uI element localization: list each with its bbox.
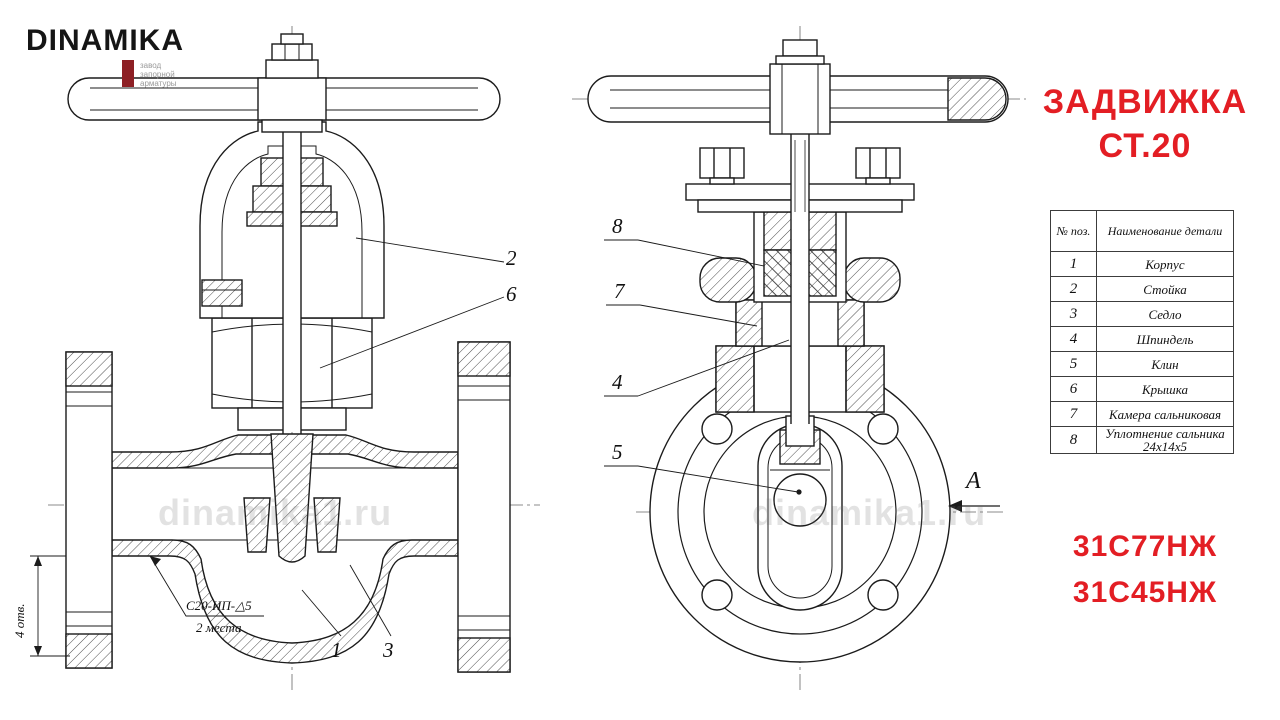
part-pos-cell: 3 <box>1050 301 1097 327</box>
callout-1: 1 <box>331 638 342 662</box>
brand-name: DINAMIKA <box>26 24 184 57</box>
model-code-1: 31С77НЖ <box>1072 530 1218 563</box>
part-pos-cell: 7 <box>1050 401 1097 427</box>
right-view-callout-leaders <box>604 239 802 495</box>
handwheel-side-view <box>67 33 501 133</box>
drawing-title: ЗАДВИЖКА СТ.20 <box>1040 80 1250 168</box>
right-view-front-section <box>572 26 1026 692</box>
logo-tagline: завод запорной арматуры <box>140 61 177 88</box>
col-header-name: Наименование детали <box>1096 210 1234 252</box>
weld-places-note: 2 места <box>196 620 242 635</box>
callout-3: 3 <box>383 638 394 662</box>
outlet-flange <box>457 341 511 673</box>
callout-4: 4 <box>612 370 623 394</box>
part-name-cell: Стойка <box>1096 276 1234 302</box>
title-line1: ЗАДВИЖКА <box>1042 83 1248 121</box>
callout-6: 6 <box>506 282 517 306</box>
callout-5: 5 <box>612 440 623 464</box>
inlet-flange <box>65 351 113 669</box>
title-line2: СТ.20 <box>1098 127 1192 165</box>
part-pos-cell: 8 <box>1050 426 1097 454</box>
part-name-cell: Седло <box>1096 301 1234 327</box>
callout-2: 2 <box>506 246 517 270</box>
callout-7: 7 <box>614 279 625 303</box>
watermark-left: dinamika1.ru <box>158 492 393 533</box>
logo: DINAMIKA завод запорной арматуры <box>26 24 184 88</box>
left-view-callout-leaders <box>301 237 505 637</box>
model-code-2: 31С45НЖ <box>1072 576 1218 609</box>
part-pos-cell: 4 <box>1050 326 1097 352</box>
gland-bolts <box>699 147 901 185</box>
holes-note: 4 отв. <box>12 603 27 638</box>
watermark-right: dinamika1.ru <box>752 492 987 533</box>
col-header-pos: № поз. <box>1050 210 1097 252</box>
seat-ring-left <box>243 497 271 553</box>
table-header-row: № поз. Наименование детали <box>1050 210 1234 252</box>
stem-front-view <box>790 134 810 424</box>
model-codes: 31С77НЖ 31С45НЖ <box>1040 524 1250 616</box>
part-name-cell: Шпиндель <box>1096 326 1234 352</box>
part-pos-cell: 2 <box>1050 276 1097 302</box>
part-pos-cell: 5 <box>1050 351 1097 377</box>
seat-ring-right <box>313 497 341 553</box>
wedge-section <box>270 433 314 563</box>
callout-8: 8 <box>612 214 623 238</box>
view-a-label: А <box>966 468 981 494</box>
part-name-cell: Крышка <box>1096 376 1234 402</box>
part-name-cell: Уплотнение сальника 24х14х5 <box>1096 426 1234 454</box>
weld-note: С20-ИП-△5 <box>186 598 252 613</box>
left-view-side-section <box>30 26 540 694</box>
stem-side-view <box>282 130 302 434</box>
handwheel-front-view <box>587 39 1009 135</box>
dimension-4-holes <box>30 555 70 657</box>
logo-accent-block <box>122 60 134 87</box>
part-pos-cell: 6 <box>1050 376 1097 402</box>
part-name-cell: Клин <box>1096 351 1234 377</box>
part-name-cell: Камера сальниковая <box>1096 401 1234 427</box>
view-a-arrow <box>948 500 1000 512</box>
part-pos-cell: 1 <box>1050 251 1097 277</box>
weld-note-leader <box>149 555 264 617</box>
part-name-cell: Корпус <box>1096 251 1234 277</box>
